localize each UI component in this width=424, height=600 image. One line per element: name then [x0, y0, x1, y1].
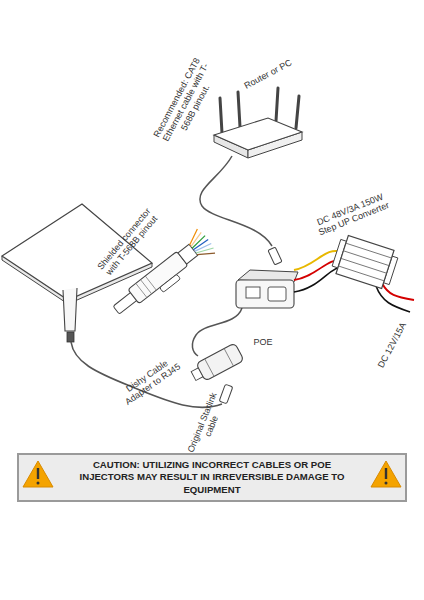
step-up-converter: [330, 234, 399, 291]
poe-injector: [236, 280, 294, 308]
device-label: POE: [243, 337, 283, 347]
router: [214, 88, 302, 158]
ethernet-cable: [268, 247, 282, 265]
step-up-converter: [346, 243, 392, 258]
adapter-label: Dishy Cable Adapter to RJ45: [113, 350, 187, 411]
ethernet-cable: [200, 156, 272, 246]
shielded-connector: [160, 274, 181, 292]
shielded-connector: [145, 276, 156, 290]
cable-adapter: [205, 359, 214, 377]
shielded-connector: [178, 244, 198, 264]
shielded-connector: [196, 243, 214, 259]
cable-label: Recommended: CAT8 Ethernet cable with T-…: [151, 54, 222, 150]
ethernet-cable: [268, 247, 282, 265]
cable-label: Original Starlink cable: [184, 388, 229, 461]
power-wires: [382, 283, 414, 300]
starlink-cable: [219, 384, 233, 404]
shielded-connector: [128, 251, 188, 303]
power-label: DC 12V/15A: [371, 312, 413, 379]
poe-injector: [268, 287, 286, 301]
cable-adapter: [224, 348, 233, 366]
satellite-dish: [67, 332, 74, 342]
poe-output-cable: [192, 308, 242, 356]
caution-banner: CAUTION: UTILIZING INCORRECT CABLES OR P…: [17, 453, 407, 502]
step-up-converter: [341, 258, 387, 273]
poe-output-cable: [192, 308, 242, 356]
router: [214, 118, 302, 150]
cable-adapter: [196, 343, 244, 381]
router: [276, 88, 278, 121]
device-label: Router or PC: [235, 53, 302, 95]
step-up-converter: [330, 234, 399, 291]
power-wires: [376, 286, 410, 312]
router: [220, 98, 222, 133]
router: [296, 96, 299, 128]
warning-text: CAUTION: UTILIZING INCORRECT CABLES OR P…: [67, 459, 357, 496]
ethernet-cable: [200, 156, 282, 265]
step-up-converter: [336, 236, 394, 289]
cable-adapter: [189, 343, 244, 385]
shielded-connector: [197, 245, 215, 262]
poe-injector: [246, 287, 260, 298]
starlink-cable: [219, 384, 233, 404]
satellite-dish: [63, 288, 77, 331]
device-label: DC 48V/3A 150W Step UP Converter: [307, 188, 396, 240]
step-up-converter: [343, 251, 389, 266]
poe-injector: [236, 270, 298, 308]
router: [238, 92, 240, 127]
power-wires: [294, 266, 343, 292]
cable-adapter: [191, 368, 203, 381]
step-up-converter: [338, 266, 384, 281]
cable-adapter: [189, 343, 244, 385]
